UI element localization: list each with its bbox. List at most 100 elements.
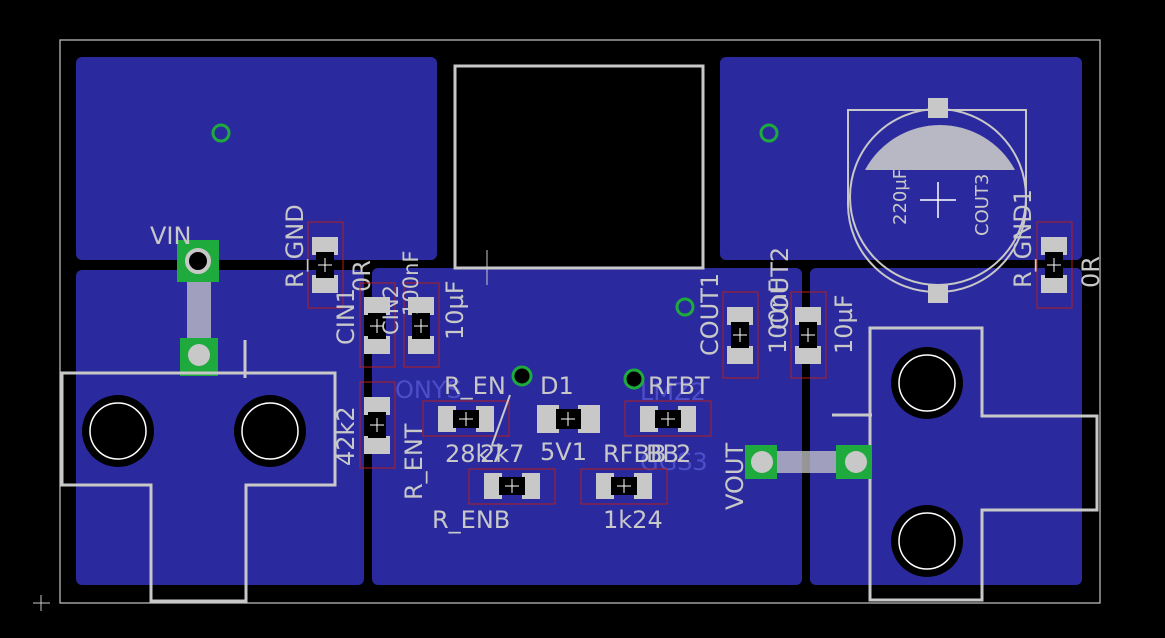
r-ent-label: R_ENT xyxy=(400,423,428,500)
smd-cout1 xyxy=(722,291,759,379)
terminal-right-outline xyxy=(868,326,1099,602)
d1-pad-2 xyxy=(578,405,600,433)
r-en-label: R_EN xyxy=(444,372,506,400)
terminal-left-hole-2 xyxy=(234,395,306,467)
smd-r-ent xyxy=(359,381,396,469)
via-top-right xyxy=(759,123,779,143)
cout3-label: COUT3 xyxy=(972,174,993,236)
vin-pad-2-via xyxy=(188,344,210,366)
cout2-pad-2 xyxy=(795,346,821,364)
r-en-ghost: 2k7 xyxy=(480,440,524,468)
via-center-right xyxy=(675,297,695,317)
via-ren xyxy=(511,365,533,387)
terminal-right-hole-1 xyxy=(891,347,963,419)
board-outline xyxy=(59,39,1101,604)
terminal-left-hole-1-ring xyxy=(89,402,147,460)
cout2-pad-1 xyxy=(795,307,821,325)
vin-pad-hole xyxy=(185,248,211,274)
cin1-pad-2 xyxy=(364,336,390,354)
cout-value-2: 10µF xyxy=(830,294,858,354)
vout-label: VOUT xyxy=(721,443,749,510)
r-gnd-label: R_GND xyxy=(281,204,309,288)
r-en-pad-1 xyxy=(438,406,456,432)
ghost-text-3: GGS3 xyxy=(640,448,708,476)
rfbb-pad-2 xyxy=(634,473,652,499)
smd-r-gnd1 xyxy=(1036,221,1073,309)
r-en-outline xyxy=(422,400,510,437)
terminal-right-hole-2 xyxy=(891,505,963,577)
cout2-label: COUT2 xyxy=(766,247,794,330)
cout1-outline xyxy=(722,291,759,379)
r-gnd1-pad-2 xyxy=(1041,275,1067,293)
smd-cout2 xyxy=(790,291,827,379)
r-gnd-outline xyxy=(307,221,344,309)
rfbb-pad-1 xyxy=(596,473,614,499)
smd-rfbb xyxy=(580,468,668,505)
r-en-pad-2 xyxy=(476,406,494,432)
r-en-value: 28k7 xyxy=(445,440,505,468)
r-gnd-pad-1 xyxy=(312,237,338,255)
rfbt-value: BB xyxy=(646,440,679,468)
cin1-pad-1 xyxy=(364,297,390,315)
cout3-value: 220µF xyxy=(890,169,911,225)
ghost-text-2: ONYS xyxy=(395,376,462,404)
rfbt-outline xyxy=(624,400,712,437)
r-ent-outline xyxy=(359,381,396,469)
cout3-marking xyxy=(865,125,1015,170)
smd-cin2 xyxy=(403,282,440,368)
cout-value-1: 100nF xyxy=(764,279,792,354)
cin2-pad-2 xyxy=(408,336,434,354)
cout3-pad-top xyxy=(928,98,948,118)
r-enb-pad-2 xyxy=(522,473,540,499)
cout3-pad-bottom xyxy=(928,285,948,303)
r-enb-pad-1 xyxy=(484,473,502,499)
terminal-right-hole-1-ring xyxy=(898,354,956,412)
smd-rfbt xyxy=(624,400,712,437)
r-gnd1-value: 0R xyxy=(1077,256,1105,288)
via-rfbt xyxy=(623,368,645,390)
cin1-label: CIN1 xyxy=(332,288,360,345)
vout-pad-right-via xyxy=(845,451,867,473)
smd-r-enb xyxy=(468,468,556,505)
d1-value: 5V1 xyxy=(540,438,587,466)
vout-trace xyxy=(762,451,858,473)
cin-value-1: 100nF xyxy=(399,251,423,316)
cin-value-2: 10µF xyxy=(441,280,469,340)
r-gnd-pad-2 xyxy=(312,275,338,293)
cout1-pad-2 xyxy=(727,346,753,364)
vin-label: VIN xyxy=(150,222,191,250)
r-gnd1-label: R_GND1 xyxy=(1009,189,1037,288)
r-enb-label: R_ENB xyxy=(432,506,510,534)
rfbb-value: 2 xyxy=(676,440,691,468)
terminal-left-hole-2-ring xyxy=(241,402,299,460)
r-gnd-value: 0R xyxy=(348,260,376,292)
smd-r-en xyxy=(422,400,510,437)
rfbt-label: RFBT xyxy=(648,372,710,400)
d1-label: D1 xyxy=(540,372,574,400)
rfbb-label: RFBB xyxy=(603,440,666,468)
pour-bottom-left xyxy=(76,270,364,585)
rfbt-pad-2 xyxy=(678,406,696,432)
smd-cin1 xyxy=(359,282,396,368)
silk-mark-d1 xyxy=(491,394,511,446)
pour-bottom-right xyxy=(810,268,1082,585)
pour-top-left xyxy=(76,57,437,260)
cin2-outline xyxy=(403,282,440,368)
terminal-right-hole-2-ring xyxy=(898,512,956,570)
r-gnd1-pad-1 xyxy=(1041,237,1067,255)
terminal-left-hole-1 xyxy=(82,395,154,467)
cin2-pad-1 xyxy=(408,297,434,315)
cout1-label: COUT1 xyxy=(696,273,724,356)
r-gnd1-outline xyxy=(1036,221,1073,309)
inductor-outline xyxy=(453,64,705,270)
rfbt-pad-1 xyxy=(640,406,658,432)
vout-pad-left-via xyxy=(751,451,773,473)
r-enb-value: 1k24 xyxy=(603,506,663,534)
cin1-outline xyxy=(359,282,396,368)
smd-d1 xyxy=(537,405,600,433)
cout2-outline xyxy=(790,291,827,379)
r-ent-pad-1 xyxy=(364,397,390,415)
r-enb-outline xyxy=(468,468,556,505)
smd-r-gnd xyxy=(307,221,344,309)
